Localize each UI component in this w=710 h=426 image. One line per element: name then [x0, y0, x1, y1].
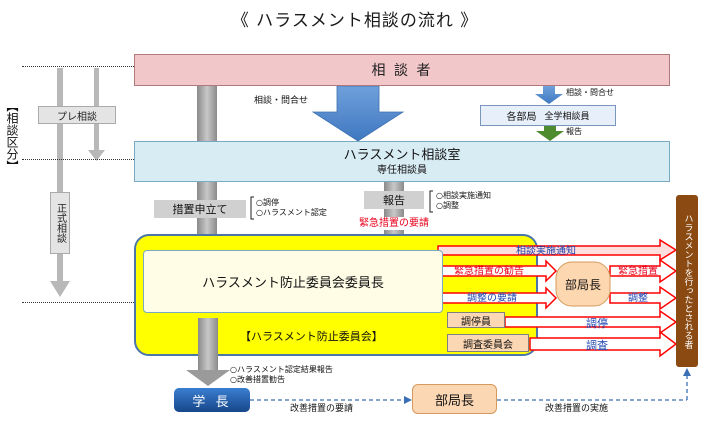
pre-consult-box: プレ相談: [38, 106, 116, 124]
certification-option: ○ハラスメント認定: [256, 208, 327, 217]
improvement-advice-label: ○改善措置勧告: [230, 375, 285, 384]
office-box: ハラスメント相談室 専任相談員: [134, 141, 670, 182]
office-staff: 専任相談員: [377, 164, 427, 176]
investigator-box: 調査委員会: [447, 334, 529, 352]
inner-dept-head-box: [555, 261, 611, 307]
adjust-label: 調整: [628, 293, 648, 304]
dept-blue-arrow: [535, 86, 563, 104]
notice-arrow: [437, 238, 678, 262]
result-gray-arrow: [198, 318, 218, 372]
report-label: 報告: [364, 191, 424, 209]
mediator-box: 調停員: [447, 312, 505, 328]
urgent-measure-arrow: [609, 258, 678, 284]
notice-option: ○相談実施通知: [436, 191, 491, 200]
dept-head-bottom-box: 部局長: [412, 384, 497, 414]
investigation-label: 調査: [586, 339, 608, 352]
formal-consult-box: 正式相談: [50, 192, 70, 254]
consult-inquiry-label: 相談・問合せ: [254, 96, 309, 106]
consult-blue-arrow: [311, 85, 405, 142]
mediation-label: 調停: [586, 317, 608, 330]
office-title: ハラスメント相談室: [343, 147, 461, 163]
classification-label: 【相談区分】: [5, 100, 19, 172]
chair-box: ハラスメント防止委員会委員長: [143, 250, 443, 313]
urgent-advice-label: 緊急措置の勧告: [454, 266, 524, 277]
adjust-request-label: 調整の要請: [467, 293, 517, 304]
divider-mid: [22, 159, 134, 160]
urgent-advice-arrow: [437, 259, 558, 283]
dept-box: 各部局 全学相談員: [480, 105, 616, 126]
consultant-box: 相 談 者: [134, 54, 670, 86]
urgent-measure-label: 緊急措置: [618, 266, 658, 277]
committee-label: 【ハラスメント防止委員会】: [240, 330, 383, 343]
dept-inquiry-label: 相談・問合せ: [566, 88, 614, 97]
report-small-label: 報告: [566, 127, 582, 136]
mediation-option: ○調停: [256, 198, 279, 207]
investigation-arrow: [529, 330, 678, 358]
adjust-request-arrow: [437, 286, 558, 310]
improvement-request-label: 改善措置の要請: [290, 404, 354, 414]
adjust-option: ○調整: [436, 201, 459, 210]
notice-arrow-label: 相談実施通知: [516, 246, 576, 257]
measure-request-label: 措置申立て: [154, 200, 246, 218]
divider-top: [22, 66, 134, 67]
certification-result-label: ○ハラスメント認定結果報告: [230, 365, 333, 374]
president-box: 学 長: [174, 388, 250, 412]
dept-staff-label: 全学相談員: [544, 112, 590, 122]
urgent-request-label: 緊急措置の要請: [356, 217, 432, 230]
bottom-dashed-arrows: [250, 374, 688, 401]
dept-label: 各部局: [506, 112, 537, 123]
target-box: ハラスメントを行ったとされる者: [676, 195, 698, 367]
page-title: 《 ハラスメント相談の流れ 》: [231, 11, 479, 31]
inner-dept-head-label: 部局長: [564, 277, 601, 292]
report-green-arrow: [536, 125, 564, 141]
mediation-arrow: [504, 309, 678, 335]
formal-consult-arrow: [50, 68, 70, 297]
divider-bottom: [22, 302, 134, 303]
improvement-impl-label: 改善措置の実施: [545, 404, 609, 414]
adjust-arrow: [609, 285, 678, 311]
